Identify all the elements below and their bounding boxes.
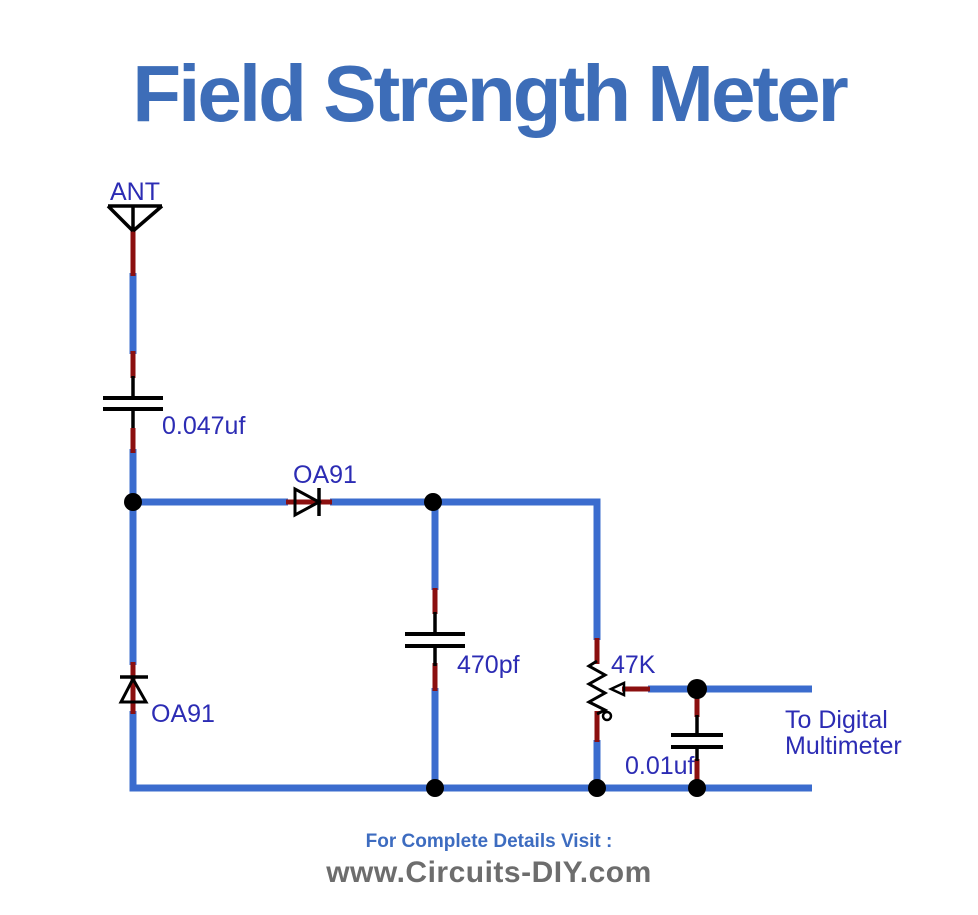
junction-dot	[588, 779, 606, 797]
potentiometer-symbol	[585, 659, 626, 722]
wires	[129, 273, 812, 792]
output-label-line1: To Digital	[785, 706, 888, 734]
footer: For Complete Details Visit : www.Circuit…	[0, 831, 978, 890]
shunt-diode-symbol	[118, 675, 149, 704]
wire-top-rail	[330, 498, 601, 640]
junction-dot	[687, 679, 707, 699]
series-diode-label: OA91	[293, 461, 357, 489]
component-labels: ANT 0.047uf OA91 470pf OA91 47K 0.01uf T…	[110, 178, 902, 780]
potentiometer-label: 47K	[611, 651, 656, 679]
shunt-diode-label: OA91	[151, 700, 215, 728]
input-capacitor-label: 0.047uf	[162, 412, 245, 440]
junction-dot	[424, 493, 442, 511]
junction-dots	[124, 493, 707, 797]
output-capacitor-symbol	[671, 715, 723, 761]
input-capacitor-symbol	[103, 376, 163, 428]
output-label-line2: Multimeter	[785, 732, 902, 760]
junction-dot	[124, 493, 142, 511]
filter-capacitor-label: 470pf	[457, 651, 520, 679]
antenna-label: ANT	[110, 178, 160, 206]
page-title: Field Strength Meter	[132, 49, 848, 138]
output-capacitor-label: 0.01uf	[625, 752, 695, 780]
filter-capacitor-symbol	[405, 612, 465, 666]
potentiometer-terminal-circle	[601, 710, 613, 722]
antenna-icon	[106, 204, 164, 233]
component-leads	[130, 229, 700, 786]
series-diode-symbol	[293, 486, 323, 518]
footer-url: www.Circuits-DIY.com	[326, 856, 652, 889]
potentiometer-wiper-arrow-icon	[608, 681, 626, 697]
junction-dot	[688, 779, 706, 797]
wire-bottom-rail	[129, 711, 812, 792]
footer-heading: For Complete Details Visit :	[365, 831, 613, 852]
junction-dot	[426, 779, 444, 797]
